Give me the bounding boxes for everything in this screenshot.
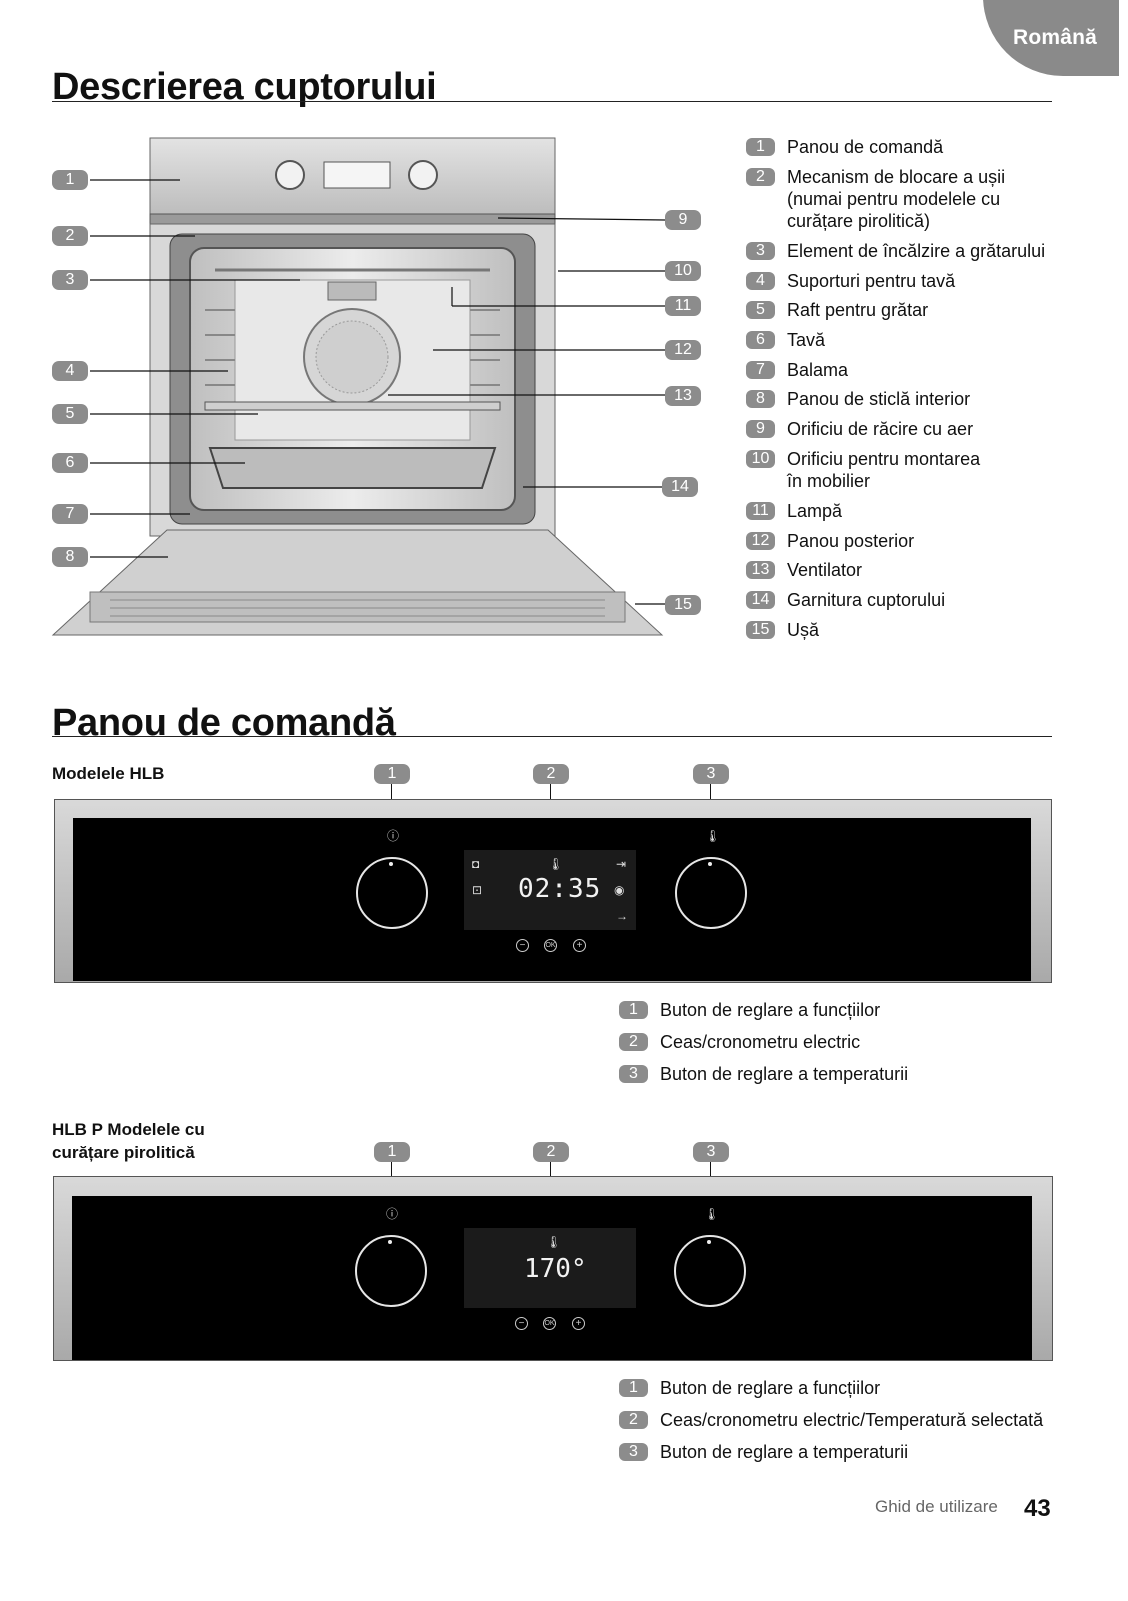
ok-button[interactable]: OK — [544, 939, 557, 952]
minus-button[interactable]: − — [515, 1317, 528, 1330]
time-display: 02:35 — [518, 874, 602, 904]
alarm-icon: ◉ — [614, 883, 625, 897]
lock-icon: ⊡ — [472, 883, 483, 897]
title-rule — [52, 736, 1052, 737]
callout-12: 12 — [665, 340, 701, 360]
hlbp-callout-2: 2 — [533, 1142, 569, 1162]
steam-clean-icon: ◘ — [472, 857, 480, 871]
thermometer-icon: 🌡 — [704, 1207, 720, 1221]
callout-3: 3 — [52, 270, 88, 290]
callout-8: 8 — [52, 547, 88, 567]
callout-9: 9 — [665, 210, 701, 230]
ok-button[interactable]: OK — [543, 1317, 556, 1330]
callout-15: 15 — [665, 595, 701, 615]
language-label: Română — [1013, 26, 1098, 49]
plus-button[interactable]: + — [572, 1317, 585, 1330]
language-tab: Română — [983, 0, 1119, 76]
function-knob[interactable] — [356, 857, 428, 929]
title-rule — [52, 101, 1052, 102]
hlb-callout-2: 2 — [533, 764, 569, 784]
temperature-knob[interactable] — [675, 857, 747, 929]
function-icon: ⓘ — [386, 1207, 399, 1221]
hlbp-panel-glass: ⓘ 🌡 170° − OK + 🌡 — [72, 1196, 1032, 1360]
callout-14: 14 — [662, 477, 698, 497]
hlbp-display: 🌡 170° — [464, 1228, 636, 1308]
section-title-control-panel: Panou de comandă — [52, 702, 396, 744]
callout-4: 4 — [52, 361, 88, 381]
oven-illustration — [51, 137, 666, 636]
end-time-icon: → — [616, 909, 628, 923]
hlb-subtitle: Modelele HLB — [52, 764, 165, 783]
temperature-knob[interactable] — [674, 1235, 746, 1307]
function-knob[interactable] — [355, 1235, 427, 1307]
temperature-display: 170° — [524, 1254, 587, 1284]
hlb-control-panel: ⓘ ◘ ⊡ 🌡 02:35 ⇥ ◉ → − OK + 🌡 — [54, 799, 1052, 983]
callout-5: 5 — [52, 404, 88, 424]
callout-2: 2 — [52, 226, 88, 246]
callout-1: 1 — [52, 170, 88, 190]
thermometer-icon: 🌡 — [548, 857, 564, 871]
hlb-callout-3: 3 — [693, 764, 729, 784]
hlb-callout-1: 1 — [374, 764, 410, 784]
hlb-panel-glass: ⓘ ◘ ⊡ 🌡 02:35 ⇥ ◉ → − OK + 🌡 — [73, 818, 1031, 981]
hlbp-callout-1: 1 — [374, 1142, 410, 1162]
hlbp-subtitle: HLB P Modelele cu curățare pirolitică — [52, 1120, 205, 1162]
hlbp-control-panel: ⓘ 🌡 170° − OK + 🌡 — [53, 1176, 1053, 1361]
thermometer-icon: 🌡 — [546, 1235, 562, 1249]
callout-11: 11 — [665, 296, 701, 316]
duration-icon: ⇥ — [616, 857, 627, 871]
footer-guide-label: Ghid de utilizare — [875, 1497, 998, 1516]
function-icon: ⓘ — [387, 829, 400, 843]
plus-button[interactable]: + — [573, 939, 586, 952]
minus-button[interactable]: − — [516, 939, 529, 952]
callout-7: 7 — [52, 504, 88, 524]
callout-6: 6 — [52, 453, 88, 473]
hlbp-callout-3: 3 — [693, 1142, 729, 1162]
section-title-oven: Descrierea cuptorului — [52, 66, 437, 108]
callout-13: 13 — [665, 386, 701, 406]
page-number: 43 — [1024, 1495, 1051, 1522]
hlb-display: ◘ ⊡ 🌡 02:35 ⇥ ◉ → — [464, 850, 636, 930]
thermometer-icon: 🌡 — [705, 829, 721, 843]
callout-10: 10 — [665, 261, 701, 281]
